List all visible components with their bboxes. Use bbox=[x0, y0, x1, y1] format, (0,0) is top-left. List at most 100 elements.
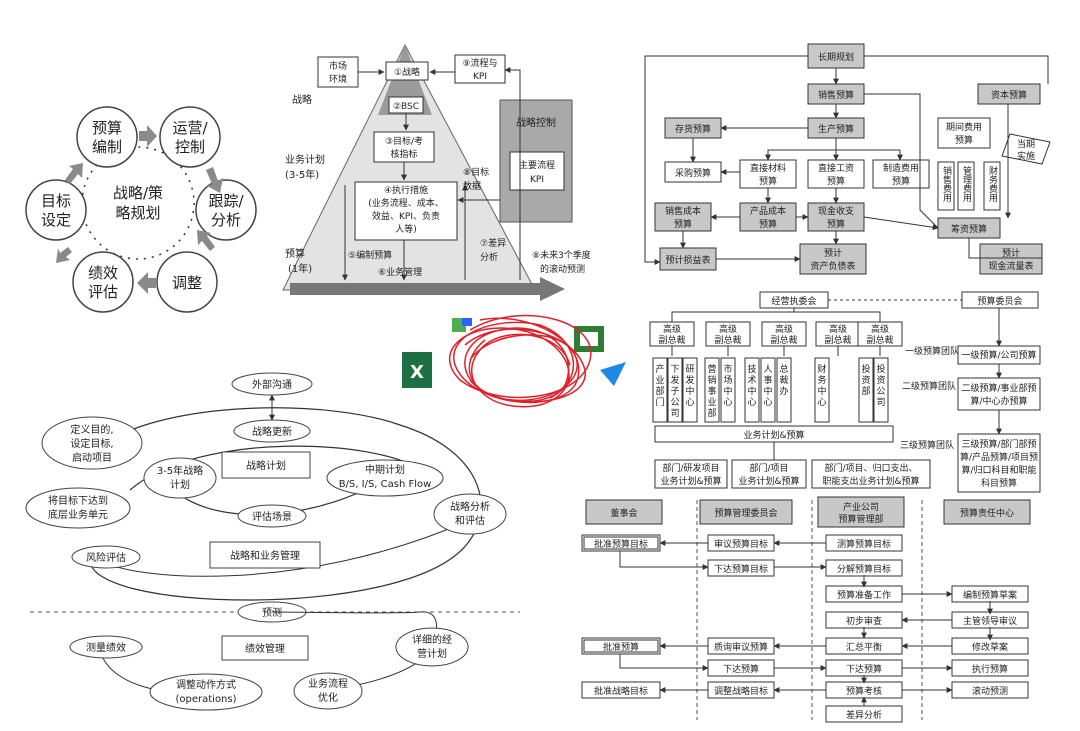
svg-text:二级预算/事业部预: 二级预算/事业部预 bbox=[961, 382, 1036, 394]
svp-label: 高级 bbox=[775, 323, 793, 335]
cycle-center-line1: 战略/策 bbox=[113, 184, 163, 202]
svg-text:环境: 环境 bbox=[329, 73, 347, 85]
dept-char: 研 bbox=[685, 364, 694, 375]
svg-text:预算: 预算 bbox=[759, 218, 777, 230]
dept-char: 部 bbox=[707, 407, 716, 419]
svg-text:将目标下达到: 将目标下达到 bbox=[48, 495, 108, 507]
svp-label: 副总裁 bbox=[658, 334, 685, 346]
svg-text:评估场景: 评估场景 bbox=[252, 510, 292, 523]
svg-text:⑧未来3个季度: ⑧未来3个季度 bbox=[532, 249, 591, 261]
svg-text:管理费用: 管理费用 bbox=[961, 165, 972, 203]
svg-text:销售费用: 销售费用 bbox=[941, 165, 952, 203]
svg-text:实施: 实施 bbox=[1017, 150, 1035, 162]
dept-char: 门 bbox=[655, 396, 664, 408]
svg-text:产业公司: 产业公司 bbox=[843, 501, 879, 513]
svg-text:预算: 预算 bbox=[92, 119, 122, 137]
svg-text:的滚动预测: 的滚动预测 bbox=[540, 263, 585, 275]
dept-char: 资 bbox=[861, 375, 870, 386]
svp-box bbox=[815, 321, 861, 347]
dept-char: 心 bbox=[747, 397, 756, 408]
dept-char: 业 bbox=[707, 397, 716, 408]
svp-box bbox=[705, 321, 751, 347]
svg-text:跟踪/: 跟踪/ bbox=[208, 192, 244, 210]
swimlane-label: 差异分析 bbox=[846, 709, 882, 721]
svp-box bbox=[857, 321, 903, 347]
svg-text:⑦差异: ⑦差异 bbox=[480, 237, 506, 249]
dept-char: 办 bbox=[779, 385, 788, 397]
svg-text:⑧目标: ⑧目标 bbox=[463, 166, 489, 178]
svg-text:预算: 预算 bbox=[674, 218, 692, 230]
dept-char: 司 bbox=[876, 397, 885, 408]
svg-text:KPI: KPI bbox=[473, 72, 487, 82]
swimlane-label: 测算预算目标 bbox=[837, 538, 891, 550]
dept-char: 销 bbox=[707, 374, 716, 386]
dept-char: 心 bbox=[685, 397, 694, 408]
svg-text:风险评估: 风险评估 bbox=[86, 551, 126, 564]
dept-char: 发 bbox=[685, 374, 694, 386]
dept-box bbox=[667, 357, 683, 423]
dept-char: 业 bbox=[655, 375, 664, 386]
dept-box bbox=[652, 357, 668, 423]
svg-text:业务计划&预算: 业务计划&预算 bbox=[743, 429, 804, 441]
svg-text:详细的经: 详细的经 bbox=[412, 633, 452, 646]
swimlane-label: 滚动预测 bbox=[972, 685, 1008, 697]
dept-char: 下 bbox=[670, 365, 679, 375]
dept-char: 心 bbox=[723, 397, 732, 408]
swimlane-label: 修改草案 bbox=[972, 641, 1008, 653]
svg-text:控制: 控制 bbox=[175, 138, 205, 156]
swimlane-label: 下达预算目标 bbox=[714, 563, 768, 575]
svp-label: 高级 bbox=[663, 323, 681, 335]
swimlane-label: 主管领导审议 bbox=[963, 615, 1017, 627]
dept-char: 公 bbox=[670, 397, 679, 408]
svg-text:现金收支: 现金收支 bbox=[818, 205, 854, 217]
cycle-node-tracking: 跟踪/ 分析 bbox=[195, 179, 257, 241]
svg-text:底层业务单元: 底层业务单元 bbox=[48, 508, 108, 521]
dept-char: 技 bbox=[747, 363, 756, 375]
svg-text:算/中心办预算: 算/中心办预算 bbox=[970, 395, 1027, 407]
svg-text:期间费用: 期间费用 bbox=[946, 121, 982, 133]
cycle-arrows bbox=[56, 125, 223, 294]
svg-text:战略控制: 战略控制 bbox=[516, 116, 556, 129]
svg-text:核指标: 核指标 bbox=[390, 148, 417, 160]
svg-text:二级预算团队: 二级预算团队 bbox=[902, 380, 956, 392]
dept-char: 中 bbox=[763, 385, 772, 397]
svp-label: 副总裁 bbox=[824, 334, 851, 346]
svg-text:测量绩效: 测量绩效 bbox=[86, 641, 126, 654]
dept-char: 术 bbox=[747, 374, 756, 386]
svg-text:预算: 预算 bbox=[827, 175, 845, 187]
swimlane-label: 编制预算草案 bbox=[963, 589, 1017, 601]
dept-box bbox=[704, 357, 720, 423]
svg-text:预算责任中心: 预算责任中心 bbox=[960, 507, 1014, 519]
dept-box bbox=[682, 357, 698, 423]
svp-label: 副总裁 bbox=[866, 334, 893, 346]
svg-text:运营/: 运营/ bbox=[172, 119, 208, 137]
dept-char: 部 bbox=[655, 385, 664, 397]
svg-text:部门/项目: 部门/项目 bbox=[749, 462, 788, 474]
svg-text:②BSC: ②BSC bbox=[393, 102, 419, 112]
svg-text:调整: 调整 bbox=[172, 274, 202, 292]
svg-text:预计: 预计 bbox=[824, 247, 842, 259]
budget-flow-diagram: 长期规划 销售预算 资本预算 存货预算 生产预算 期间费用 预算 当期 实施 采… bbox=[644, 43, 1051, 275]
svg-text:直接工资: 直接工资 bbox=[818, 162, 854, 174]
svg-text:(1年): (1年) bbox=[288, 262, 312, 275]
svp-box bbox=[649, 321, 695, 347]
swimlane-label: 下达预算 bbox=[723, 663, 759, 675]
svg-text:预算: 预算 bbox=[285, 247, 305, 260]
dept-char: 资 bbox=[876, 375, 885, 386]
svg-text:预计: 预计 bbox=[1002, 247, 1020, 259]
swimlane-label: 预算考核 bbox=[846, 685, 882, 697]
svg-text:战略计划: 战略计划 bbox=[246, 459, 286, 472]
svg-text:(3-5年): (3-5年) bbox=[285, 168, 319, 181]
svg-text:预计损益表: 预计损益表 bbox=[665, 254, 710, 266]
svg-text:KPI: KPI bbox=[530, 175, 544, 185]
dept-char: 公 bbox=[876, 386, 885, 397]
svg-text:董事会: 董事会 bbox=[610, 507, 637, 519]
svg-text:定义目的,: 定义目的, bbox=[70, 423, 113, 436]
strategy-management-diagram: 外部沟通 战略更新 定义目的, 设定目标, 启动项目 3-5年战略 计划 战略计… bbox=[25, 372, 520, 711]
dept-char: 子 bbox=[670, 386, 679, 397]
svg-text:编制: 编制 bbox=[92, 138, 122, 156]
svg-text:一级预算团队: 一级预算团队 bbox=[905, 345, 959, 357]
dept-char: 市 bbox=[723, 363, 732, 375]
svg-text:数据: 数据 bbox=[463, 180, 481, 192]
svg-text:⑥业务管理: ⑥业务管理 bbox=[378, 266, 422, 278]
